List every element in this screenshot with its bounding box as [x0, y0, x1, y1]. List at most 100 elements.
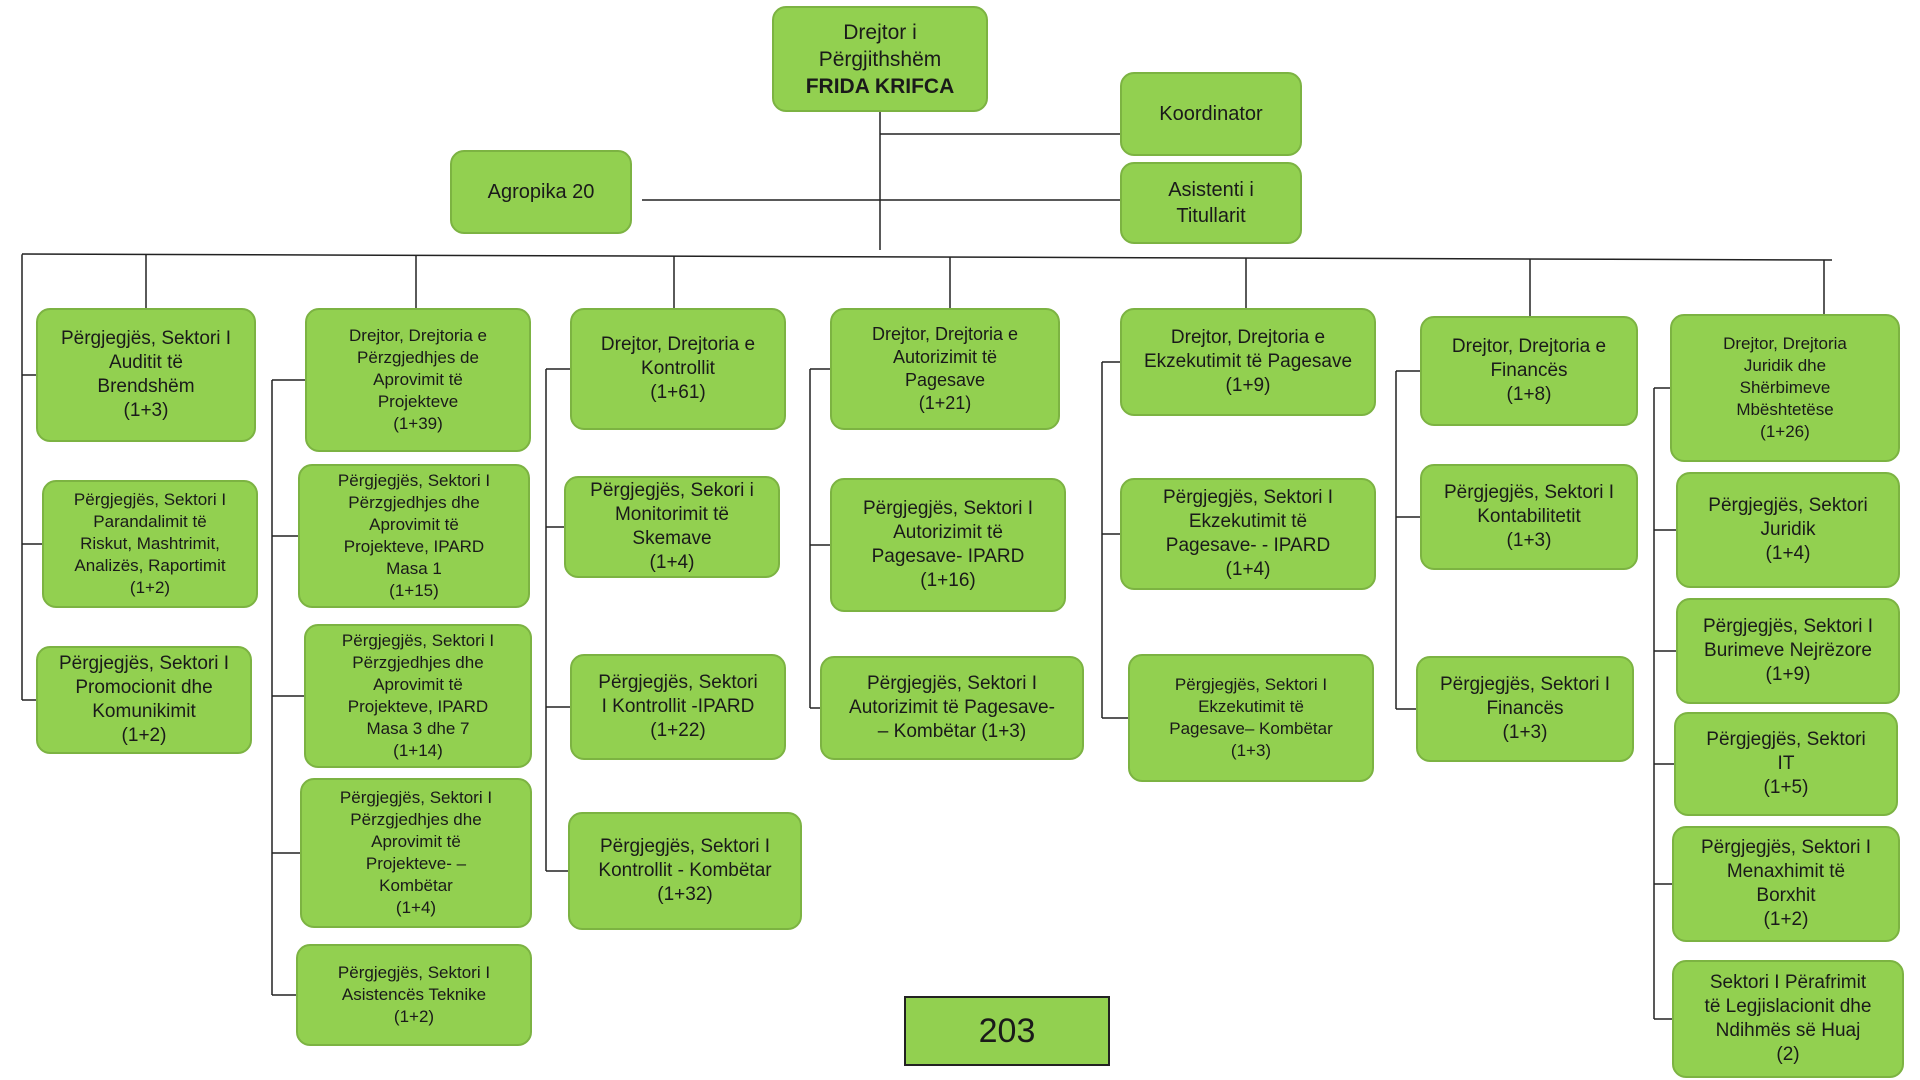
project-selection-sector-box-4-line: Asistencës Teknike — [341, 985, 487, 1004]
control-sector-box-2-line: (1+22) — [650, 720, 706, 741]
audit-head-box-line: (1+3) — [123, 400, 169, 421]
finance-head-box: Drejtor, Drejtoria e Financës (1+8) — [1420, 316, 1638, 426]
payment-authorization-sector-box-1-line: Autorizimit të — [893, 522, 1003, 543]
project-selection-sector-box-3-line: Projekteve- – — [365, 854, 467, 873]
legal-support-sector-box-2-line: Burimeve Nejrëzore — [1704, 640, 1872, 661]
payment-execution-sector-box-1: Përgjegjës, Sektori I Ekzekutimit të Pages… — [1120, 478, 1376, 590]
legal-support-sector-box-4-line: (1+2) — [1763, 909, 1809, 930]
project-selection-head-box-line: Projekteve — [377, 392, 459, 411]
audit-head-box-line: Auditit të — [109, 352, 183, 373]
legal-support-sector-box-2-line: Përgjegjës, Sektori I — [1702, 616, 1874, 637]
payment-authorization-sector-box-1-line: Përgjegjës, Sektori I — [862, 498, 1034, 519]
payment-authorization-head-box-line: Autorizimit të — [892, 347, 998, 367]
legal-support-sector-box-3-line: IT — [1777, 753, 1795, 774]
project-selection-head-box-line: Aprovimit të — [373, 370, 463, 389]
project-selection-sector-box-3-line: Përgjegjës, Sektori I — [339, 788, 493, 807]
project-selection-sector-box-2-line: Aprovimit të — [373, 675, 463, 694]
payment-authorization-sector-box-2-line: Përgjegjës, Sektori I — [866, 673, 1037, 694]
legal-support-sector-box-1-line: Juridik — [1760, 519, 1816, 540]
project-selection-head-box-line: (1+39) — [393, 414, 443, 433]
director-general-box-line: Përgjithshëm — [818, 47, 942, 71]
audit-sector-box-2-line: Përgjegjës, Sektori I — [58, 653, 230, 674]
legal-support-head-box-line: (1+26) — [1760, 422, 1810, 441]
control-sector-box-1-line: Monitorimit të — [614, 504, 729, 525]
audit-head-box-line: Përgjegjës, Sektori I — [60, 328, 232, 349]
payment-execution-sector-box-2-line: Pagesave– Kombëtar — [1169, 719, 1333, 738]
main-bus — [21, 253, 1833, 261]
project-selection-sector-box-1-line: Masa 1 — [386, 559, 442, 578]
finance-head-box-line: Financës — [1490, 360, 1568, 381]
legal-support-sector-box-4-line: Menaxhimit të — [1726, 861, 1846, 882]
legal-support-sector-box-5-line: të Legjislacionit dhe — [1704, 996, 1872, 1017]
legal-support-head-box-line: Mbështetëse — [1736, 400, 1834, 419]
total-staff-box: 203 — [904, 996, 1110, 1066]
project-selection-sector-box-2-line: Përgjegjës, Sektori I — [341, 631, 495, 650]
legal-support-sector-box-1-line: (1+4) — [1765, 543, 1811, 564]
legal-support-sector-box-3-line: (1+5) — [1763, 777, 1809, 798]
payment-execution-sector-box-1-line: Ekzekutimit të — [1188, 511, 1308, 532]
legal-support-sector-box-4-line: Borxhit — [1756, 885, 1816, 906]
finance-sector-box-1-line: Kontabilitetit — [1477, 506, 1581, 527]
payment-execution-head-box: Drejtor, Drejtoria e Ekzekutimit të Pages… — [1120, 308, 1376, 416]
project-selection-sector-box-1-line: (1+15) — [389, 581, 439, 600]
payment-authorization-head-box-line: (1+21) — [918, 393, 972, 413]
control-sector-box-1-line: Skemave — [632, 528, 712, 549]
payment-execution-sector-box-2-line: Ekzekutimit të — [1198, 697, 1304, 716]
payment-execution-sector-box-2-line: (1+3) — [1230, 741, 1272, 760]
agropika-box-line: Agropika 20 — [487, 181, 595, 203]
audit-sector-box-1-line: Analizës, Raportimit — [74, 556, 226, 575]
project-selection-sector-box-4-line: (1+2) — [393, 1007, 435, 1026]
control-head-box-line: (1+61) — [650, 382, 706, 403]
control-sector-box-3-line: Përgjegjës, Sektori I — [599, 836, 771, 857]
payment-authorization-head-box-line: Pagesave — [904, 370, 986, 390]
audit-sector-box-1-line: Parandalimit të — [93, 512, 207, 531]
payment-execution-sector-box-2: Përgjegjës, Sektori I Ekzekutimit të Pages… — [1128, 654, 1374, 782]
finance-sector-box-1-line: (1+3) — [1506, 530, 1552, 551]
project-selection-sector-box-2-line: Projekteve, IPARD — [347, 697, 489, 716]
project-selection-sector-box-1-line: Përgjegjës, Sektori I — [337, 471, 491, 490]
legal-support-sector-box-1-line: Përgjegjës, Sektori — [1708, 495, 1868, 516]
project-selection-sector-box-3-line: (1+4) — [395, 898, 437, 917]
payment-execution-sector-box-1-line: Përgjegjës, Sektori I — [1162, 487, 1334, 508]
legal-support-head-box-line: Juridik dhe — [1743, 356, 1827, 375]
finance-head-box-line: (1+8) — [1506, 384, 1552, 405]
payment-execution-sector-box-1-line: Pagesave- - IPARD — [1165, 535, 1331, 556]
control-sector-box-2-line: I Kontrollit -IPARD — [601, 696, 755, 717]
legal-support-sector-box-3-line: Përgjegjës, Sektori — [1706, 729, 1866, 750]
project-selection-head-box-line: Drejtor, Drejtoria e — [349, 326, 487, 345]
finance-head-box-line: Drejtor, Drejtoria e — [1451, 336, 1607, 357]
audit-sector-box-2-line: Komunikimit — [92, 701, 196, 722]
payment-execution-head-box-line: Drejtor, Drejtoria e — [1170, 327, 1326, 348]
project-selection-sector-box-2-line: (1+14) — [393, 741, 443, 760]
payment-execution-sector-box-1-line: (1+4) — [1225, 559, 1271, 580]
control-sector-box-2-line: Përgjegjës, Sektori — [598, 672, 758, 693]
total-staff-value: 203 — [978, 1011, 1036, 1050]
control-head-box-line: Kontrollit — [641, 358, 715, 379]
audit-sector-box-1-line: Përgjegjës, Sektori I — [73, 490, 227, 509]
project-selection-sector-box-1-line: Projekteve, IPARD — [343, 537, 485, 556]
payment-execution-head-box-line: Ekzekutimit të Pagesave — [1143, 351, 1353, 372]
legal-support-sector-box-5-line: (2) — [1776, 1044, 1800, 1065]
payment-execution-sector-box-2-line: Përgjegjës, Sektori I — [1174, 675, 1328, 694]
payment-authorization-sector-box-1-line: (1+16) — [920, 570, 976, 591]
